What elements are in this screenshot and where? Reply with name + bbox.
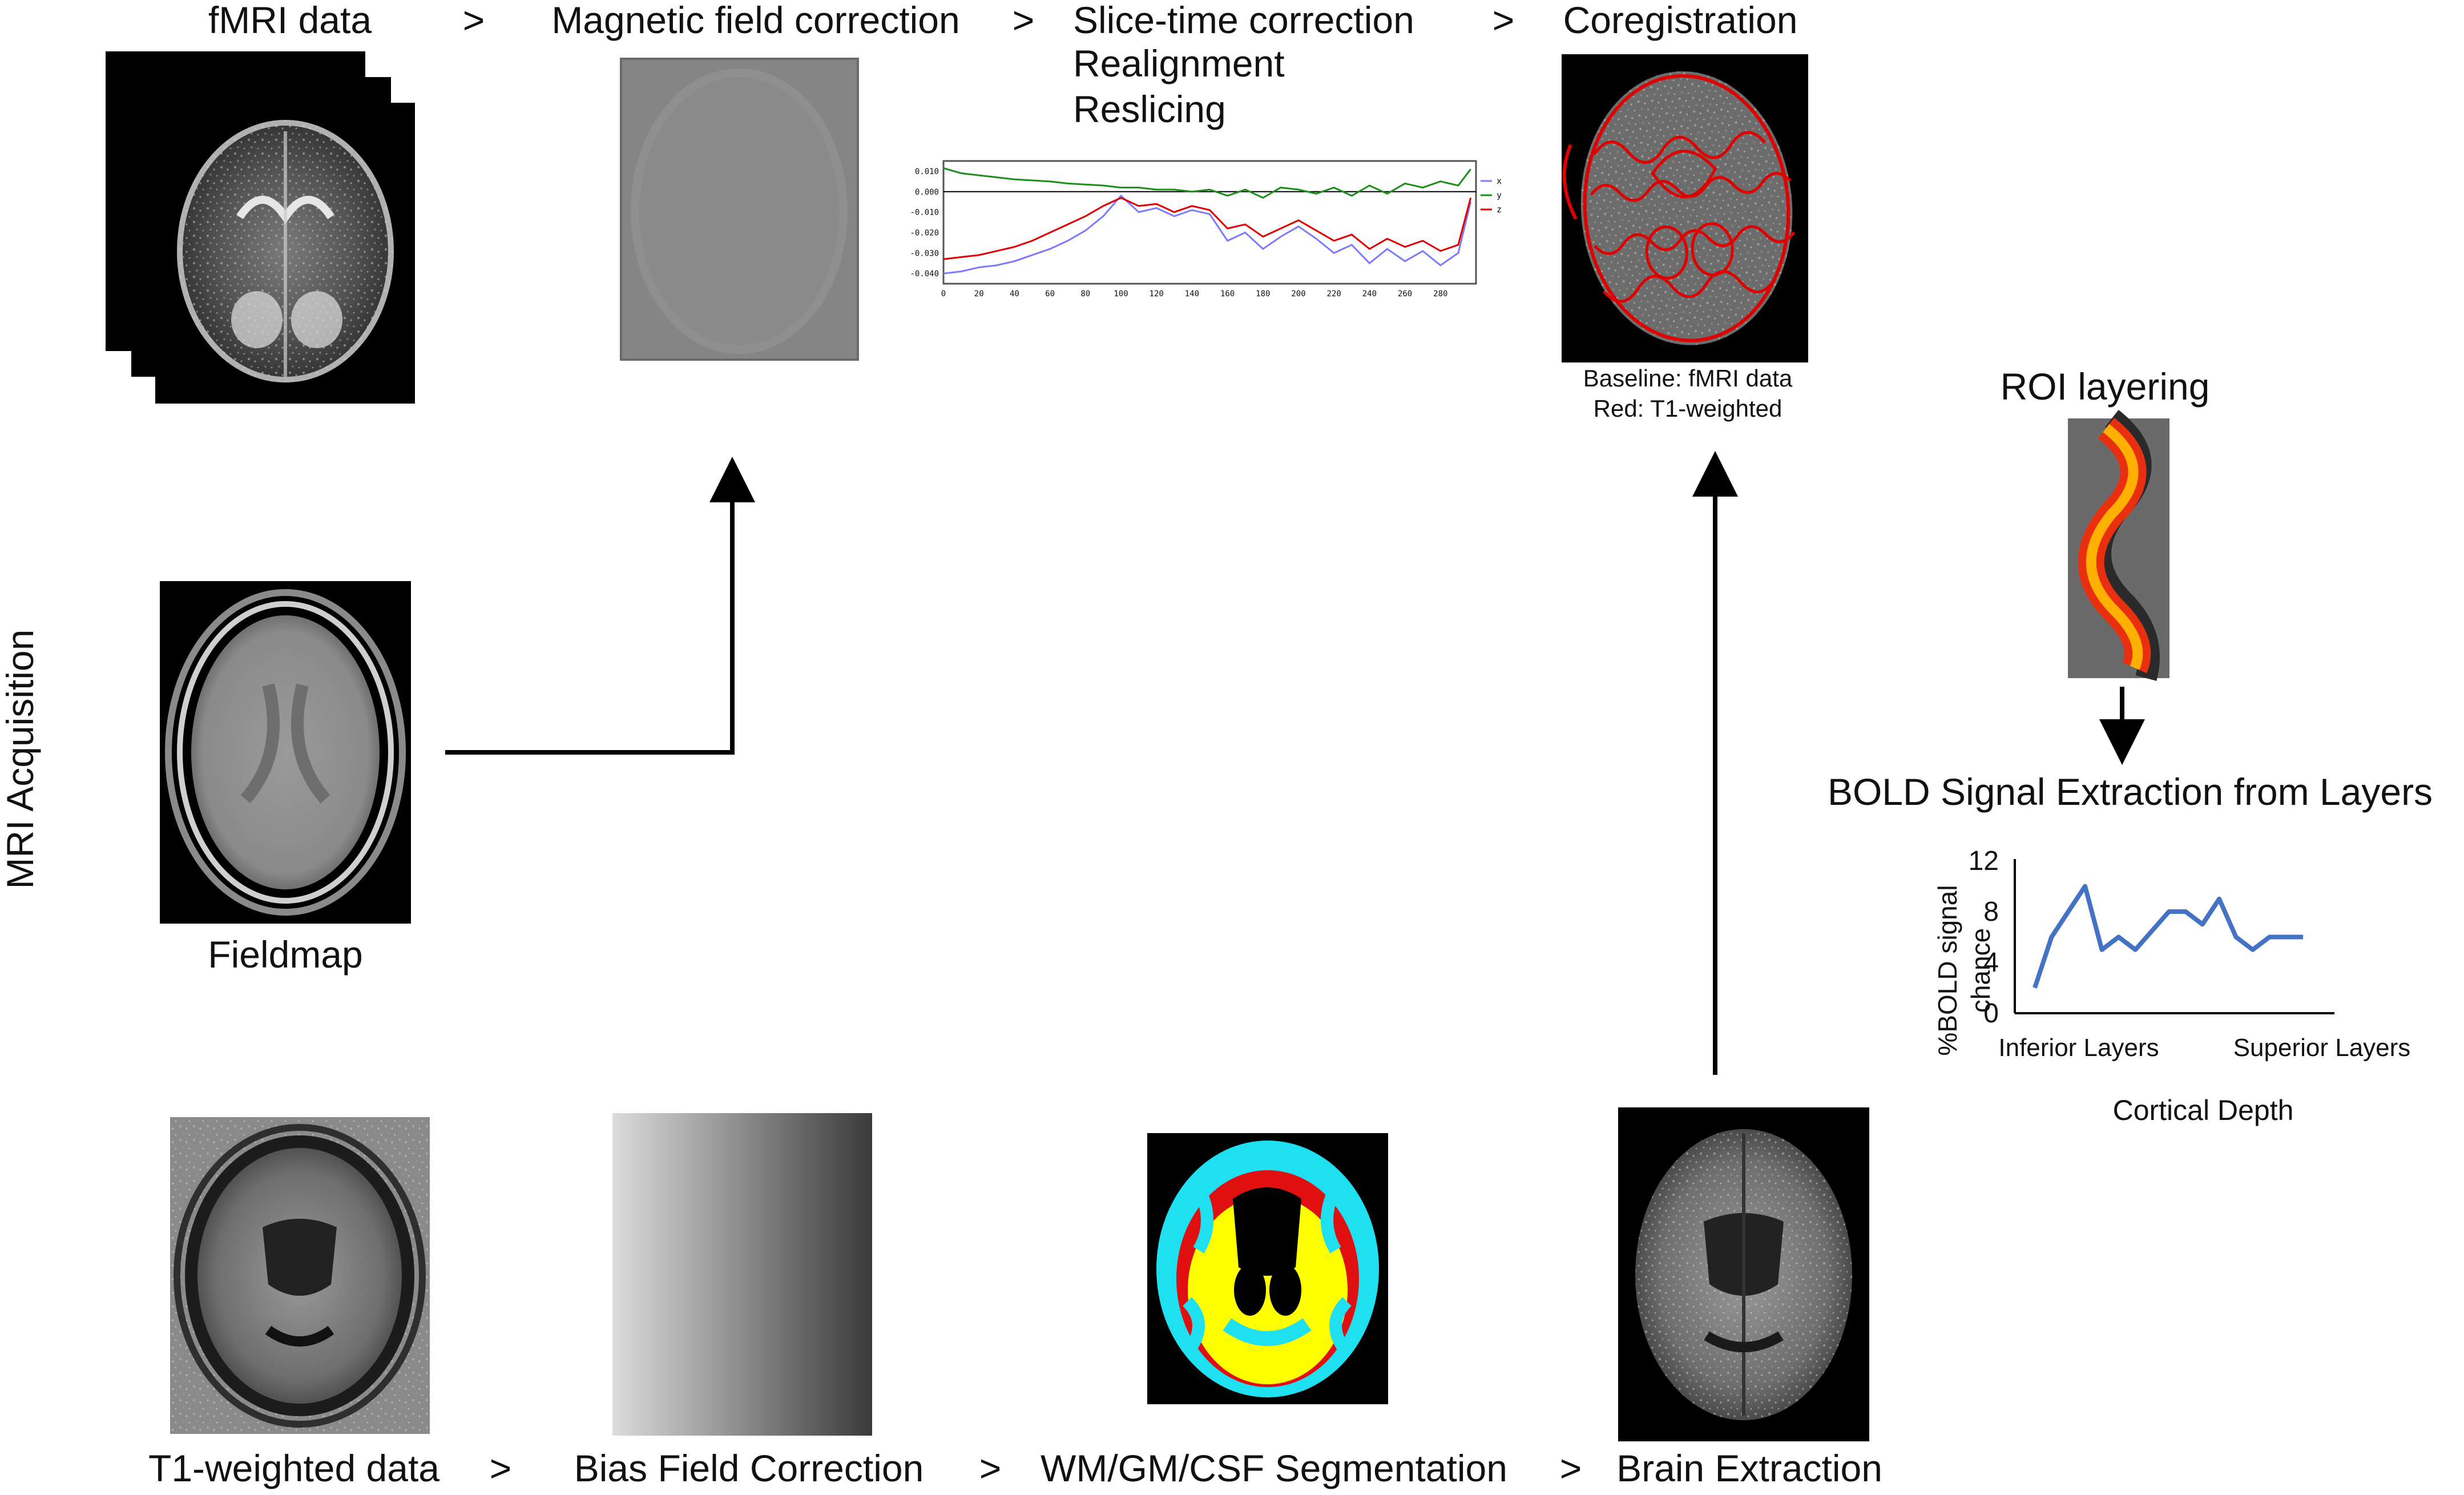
fmri-data-image bbox=[106, 51, 415, 404]
coregistration-heading: Coregistration bbox=[1563, 0, 1798, 41]
bold-ytick-3: 12 bbox=[1969, 846, 1999, 876]
brain-extraction-image bbox=[1618, 1107, 1869, 1441]
fieldmap-label: Fieldmap bbox=[208, 933, 362, 976]
fieldmap-image bbox=[160, 581, 411, 924]
segmentation-image bbox=[1147, 1133, 1388, 1404]
magnetic-field-correction-image bbox=[620, 58, 859, 361]
coregistration-caption-baseline: Baseline: fMRI data bbox=[1583, 365, 1793, 392]
bold-series-line bbox=[2033, 884, 2303, 989]
separator-bottom-1: > bbox=[490, 1447, 512, 1489]
motion-ytick-0: 0.010 bbox=[915, 167, 939, 176]
motion-xtick-14: 280 bbox=[1433, 289, 1447, 299]
motion-legend-label-z: z bbox=[1497, 204, 1502, 215]
motion-xtick-13: 260 bbox=[1398, 289, 1412, 299]
motion-ytick-3: -0.020 bbox=[910, 228, 939, 237]
motion-xtick-8: 160 bbox=[1220, 289, 1235, 299]
bold-ytick-2: 8 bbox=[1983, 897, 1999, 927]
separator-top-2: > bbox=[1013, 0, 1035, 41]
motion-xtick-6: 120 bbox=[1150, 289, 1164, 299]
roi-layering-image bbox=[2068, 410, 2169, 681]
fieldmap-to-field-correction-arrow bbox=[445, 457, 755, 755]
motion-xtick-5: 100 bbox=[1114, 289, 1128, 299]
motion-legend-label-y: y bbox=[1497, 190, 1502, 200]
motion-xtick-4: 80 bbox=[1080, 289, 1090, 299]
t1-weighted-image bbox=[170, 1117, 430, 1434]
motion-series-x bbox=[943, 194, 1472, 275]
motion-xtick-9: 180 bbox=[1256, 289, 1270, 299]
realignment-heading: Realignment bbox=[1073, 42, 1285, 84]
motion-xtick-3: 60 bbox=[1045, 289, 1055, 299]
brain-extraction-heading: Brain Extraction bbox=[1616, 1447, 1882, 1489]
bold-ytick-0: 0 bbox=[1983, 998, 1999, 1029]
separator-top-3: > bbox=[1493, 0, 1515, 41]
motion-xtick-2: 40 bbox=[1010, 289, 1019, 299]
bold-x-label-inferior: Inferior Layers bbox=[1998, 1034, 2159, 1062]
motion-series-y bbox=[943, 167, 1471, 199]
fmri-data-heading: fMRI data bbox=[208, 0, 372, 41]
motion-plot-frame bbox=[942, 160, 1477, 285]
magnetic-field-correction-heading: Magnetic field correction bbox=[551, 0, 959, 41]
realignment-motion-plot: 0.010 0.000 -0.010 -0.020 -0.030 -0.040 0 20 40… bbox=[910, 160, 1502, 299]
bias-field-correction-heading: Bias Field Correction bbox=[574, 1447, 924, 1489]
motion-ytick-1: 0.000 bbox=[915, 188, 939, 197]
motion-xtick-12: 240 bbox=[1362, 289, 1377, 299]
bold-ytick-1: 4 bbox=[1983, 948, 1999, 978]
coregistration-caption-red: Red: T1-weighted bbox=[1594, 395, 1783, 422]
slice-time-correction-heading: Slice-time correction bbox=[1073, 0, 1414, 41]
motion-legend-label-x: x bbox=[1497, 176, 1502, 186]
reslicing-heading: Reslicing bbox=[1073, 88, 1226, 130]
motion-xtick-1: 20 bbox=[974, 289, 984, 299]
bold-xlabel: Cortical Depth bbox=[2113, 1094, 2294, 1126]
bias-field-image bbox=[612, 1113, 872, 1436]
segmentation-heading: WM/GM/CSF Segmentation bbox=[1041, 1447, 1507, 1489]
bold-ylabel-line-1: %BOLD signal bbox=[1933, 885, 1962, 1055]
separator-top-1: > bbox=[463, 0, 485, 41]
motion-xtick-11: 220 bbox=[1327, 289, 1341, 299]
t1-weighted-heading: T1-weighted data bbox=[148, 1447, 439, 1489]
roi-layering-label: ROI layering bbox=[2001, 365, 2210, 408]
motion-xtick-10: 200 bbox=[1291, 289, 1305, 299]
motion-ytick-4: -0.030 bbox=[910, 249, 939, 258]
bold-signal-chart: 0 4 8 12 %BOLD signal chance Inferior Layer… bbox=[1933, 846, 2410, 1126]
motion-xtick-7: 140 bbox=[1185, 289, 1199, 299]
separator-bottom-2: > bbox=[979, 1447, 1002, 1489]
bold-extraction-label: BOLD Signal Extraction from Layers bbox=[1828, 771, 2433, 813]
motion-xtick-0: 0 bbox=[941, 289, 946, 299]
separator-bottom-3: > bbox=[1560, 1447, 1582, 1489]
bold-x-label-superior: Superior Layers bbox=[2233, 1034, 2411, 1062]
motion-series-z bbox=[943, 196, 1472, 260]
motion-ytick-2: -0.010 bbox=[910, 208, 939, 217]
mri-acquisition-label: MRI Acquisition bbox=[0, 630, 41, 889]
motion-ytick-5: -0.040 bbox=[910, 269, 939, 279]
coregistration-image bbox=[1562, 54, 1808, 362]
bold-ylabel-line-2: chance bbox=[1966, 928, 1995, 1013]
